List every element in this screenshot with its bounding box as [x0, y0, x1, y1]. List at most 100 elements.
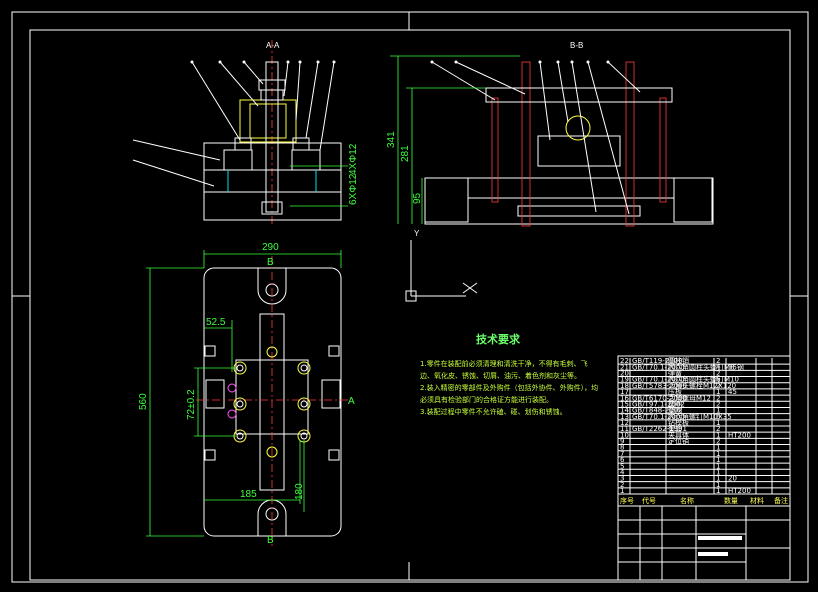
bom-cell: 20: [620, 370, 629, 378]
bom-header-col-4: 材料: [750, 496, 764, 505]
bom-cell: 内六角圆柱头螺钉M10: [668, 375, 739, 384]
bom-cell: 2: [716, 438, 720, 446]
bom-cell: 1: [716, 475, 720, 483]
tol-72: 72±0.2: [186, 389, 197, 420]
bom-cell: 内六角圆柱头螺钉M8: [668, 362, 735, 371]
hole-note-1: 4XΦ12: [348, 143, 359, 175]
bom-header-col-2: 名称: [680, 496, 694, 505]
bom-cell: 衡套: [668, 424, 682, 433]
tech-requirements: 技术要求 1.零件在装配前必须清理和清洗干净，不得有毛刺、飞 边、氧化皮、锈蚀、…: [420, 332, 598, 416]
bom-cell: 10: [620, 431, 629, 439]
bom-cell: 11: [620, 425, 629, 433]
bom-cell: 1: [716, 431, 720, 439]
bom-cell: 18: [620, 382, 629, 390]
bom-cell: 2: [716, 425, 720, 433]
bom-header-col-1: 代号: [642, 496, 656, 505]
tech-line-2: 边、氧化皮、锈蚀、切屑、油污、着色剂和灰尘等。: [420, 371, 581, 380]
bom-cell: 1: [716, 468, 720, 476]
bom-cell: GB/T119-2000: [632, 357, 683, 365]
bom-cell: 1: [620, 487, 624, 495]
ucs-axis-icon: Y: [405, 229, 478, 302]
bom-cell: GB/T97.1-2002: [632, 400, 685, 408]
bom-cell: 钻模板: [668, 418, 689, 427]
section-b-view: B-B: [386, 41, 714, 227]
bom-cell: 3: [620, 475, 624, 483]
bom-cell: 定位销: [668, 437, 689, 446]
bom-cell: 1: [716, 462, 720, 470]
bom-cell: GB/T70.1-2000: [632, 376, 685, 384]
height-560: 560: [138, 393, 149, 410]
bom-cell: GB/T848-2002: [632, 407, 683, 415]
section-b-label: B-B: [570, 41, 583, 50]
bom-cell: 45: [728, 388, 737, 396]
bom-cell: 六角螺母M12: [668, 393, 711, 402]
bom-cell: HT200: [728, 431, 751, 439]
tech-title: 技术要求: [476, 332, 521, 346]
bom-cell: 1: [716, 481, 720, 489]
bom-cell: 14: [620, 407, 629, 415]
bom-cell: 5: [620, 462, 624, 470]
bom-header-col-6: 备注: [774, 496, 788, 505]
marker-a-right: A: [348, 396, 355, 407]
bom-cell: 1: [716, 444, 720, 452]
bom-cell: 圆柱销: [668, 356, 689, 365]
drawing-frame: [11, 11, 809, 583]
width-185: 185: [240, 489, 257, 500]
bom-cell: 2: [716, 400, 720, 408]
bom-cell: GB/T2262-1991: [632, 425, 687, 433]
bom-cell: 35钢: [728, 362, 744, 371]
bom-cell: 6: [716, 413, 721, 421]
bom-cell: 6: [716, 376, 721, 384]
hole-note-2: 6XΦ12: [348, 173, 359, 205]
bom-cell: 17: [620, 388, 629, 396]
bom-cell: 2: [716, 370, 720, 378]
bom-cell: GB/T70.1-2000: [632, 413, 685, 421]
bom-cell: GB/T6170-2000: [632, 394, 687, 402]
bom-header-col-0: 序号: [620, 496, 634, 505]
bom-cell: 2: [620, 481, 624, 489]
bom-cell: 2: [716, 394, 720, 402]
section-a-label: A-A: [266, 41, 280, 50]
bom-cell: 7: [620, 450, 624, 458]
marker-b-top: B: [267, 257, 274, 268]
bom-cell: 1: [716, 487, 720, 495]
bom-cell: 六角头螺栓M12X120: [668, 381, 736, 390]
bom-cell: 1: [716, 388, 720, 396]
tech-line-3: 2.装入精密的零部件及外购件（包括外协件、外购件），均: [420, 383, 598, 392]
bom-header: 序号 代号 名称 数量 材料 备注: [620, 496, 788, 505]
bom-cell: 15: [620, 400, 629, 408]
bom-cell: 夹具体: [668, 430, 689, 439]
bom-cell: 13: [620, 413, 629, 421]
bom-cell: 4: [716, 363, 721, 371]
bom-cell: 1: [716, 407, 720, 415]
bom-cell: 1: [716, 450, 720, 458]
bom-cell: 8: [620, 444, 624, 452]
bom-cell: 内六角螺钉M10X35: [668, 412, 732, 421]
height-95: 95: [412, 192, 423, 204]
bom-cell: 2: [716, 382, 720, 390]
tech-line-1: 1.零件在装配前必须清理和清洗干净，不得有毛刺、飞: [420, 359, 588, 368]
bom-cell: 1: [716, 456, 720, 464]
height-180: 180: [294, 483, 305, 500]
bom-header-col-3: 数量: [724, 496, 738, 505]
bom-cell: 压板: [668, 387, 682, 396]
marker-b-bottom: B: [267, 535, 274, 546]
bom-cell: 12: [620, 419, 629, 427]
bom-cell: 2: [716, 357, 720, 365]
bom-cell: 16: [620, 394, 629, 402]
tech-line-4: 必须具有检验部门的合格证方能进行装配。: [420, 395, 553, 404]
bom-cell: 垫圈: [668, 406, 682, 415]
bom-cell: 19: [620, 376, 629, 384]
offset-52-5: 52.5: [206, 317, 226, 328]
bom-cell: 1: [716, 419, 720, 427]
axis-y-label: Y: [414, 229, 420, 238]
plan-view: 290 560 52.5 72±0.2 185 180 B B A: [138, 242, 355, 546]
bom-cell: 22: [620, 357, 629, 365]
bom-cell: 9: [620, 438, 624, 446]
height-281: 281: [400, 145, 411, 162]
bom-cell: 垫圈: [668, 399, 682, 408]
section-a-view: A-A: [132, 40, 359, 225]
